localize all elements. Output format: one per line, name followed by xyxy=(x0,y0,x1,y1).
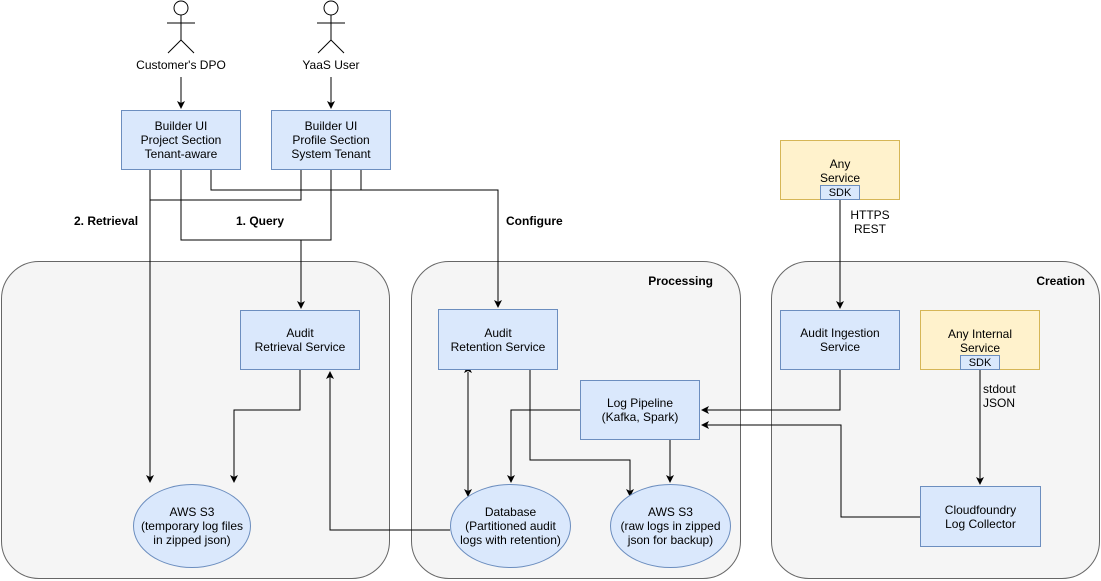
aws-s3-temporary-node[interactable]: AWS S3 (temporary log files in zipped js… xyxy=(133,484,251,568)
retrieval-edge-label: 2. Retrieval xyxy=(74,214,139,228)
query-edge-label: 1. Query xyxy=(236,214,285,228)
stdout-edge-label: stdout JSON xyxy=(983,382,1016,410)
configure-edge-label: Configure xyxy=(506,214,563,228)
any-internal-service-node[interactable]: Any Internal Service xyxy=(920,310,1040,370)
any-internal-sdk-badge: SDK xyxy=(960,355,1000,370)
aws-s3-raw-node[interactable]: AWS S3 (raw logs in zipped json for back… xyxy=(610,484,731,568)
log-pipeline-node[interactable]: Log Pipeline (Kafka, Spark) xyxy=(580,380,700,440)
any-service-sdk-badge: SDK xyxy=(820,185,860,200)
audit-retrieval-service-node[interactable]: Audit Retrieval Service xyxy=(240,310,360,370)
edge-db-to-retrieval xyxy=(326,371,450,531)
edge-configure-project xyxy=(210,170,502,308)
any-service-label: Any Service xyxy=(819,157,860,185)
edge-retention-to-s3raw xyxy=(529,370,634,497)
yaas-user-actor-icon xyxy=(317,0,345,54)
processing-group-title: Processing xyxy=(648,274,713,288)
builder-ui-project-node[interactable]: Builder UI Project Section Tenant-aware xyxy=(121,110,241,170)
dpo-actor-icon xyxy=(167,0,195,54)
any-internal-service-label: Any Internal Service xyxy=(947,327,1013,355)
edge-query-profile xyxy=(301,170,332,241)
edge-query-project xyxy=(180,170,305,309)
edge-profile-to-s3 xyxy=(150,170,302,201)
edge-retrieval-to-s3 xyxy=(230,370,301,483)
audit-ingestion-service-node[interactable]: Audit Ingestion Service xyxy=(780,310,900,370)
edge-ingestion-to-pipeline xyxy=(701,370,841,414)
cloudfoundry-log-collector-node[interactable]: Cloudfoundry Log Collector xyxy=(920,486,1041,547)
database-node[interactable]: Database (Partitioned audit logs with re… xyxy=(450,484,571,568)
builder-ui-profile-node[interactable]: Builder UI Profile Section System Tenant xyxy=(271,110,391,170)
edge-collector-to-pipeline xyxy=(701,421,920,518)
yaas-user-actor-label: YaaS User xyxy=(302,58,360,72)
creation-group-title: Creation xyxy=(1036,274,1085,288)
dpo-actor-label: Customer's DPO xyxy=(136,58,226,72)
https-edge-label: HTTPS REST xyxy=(850,208,890,236)
edge-pipeline-to-db xyxy=(507,409,580,483)
audit-retention-service-node[interactable]: Audit Retention Service xyxy=(438,309,558,370)
